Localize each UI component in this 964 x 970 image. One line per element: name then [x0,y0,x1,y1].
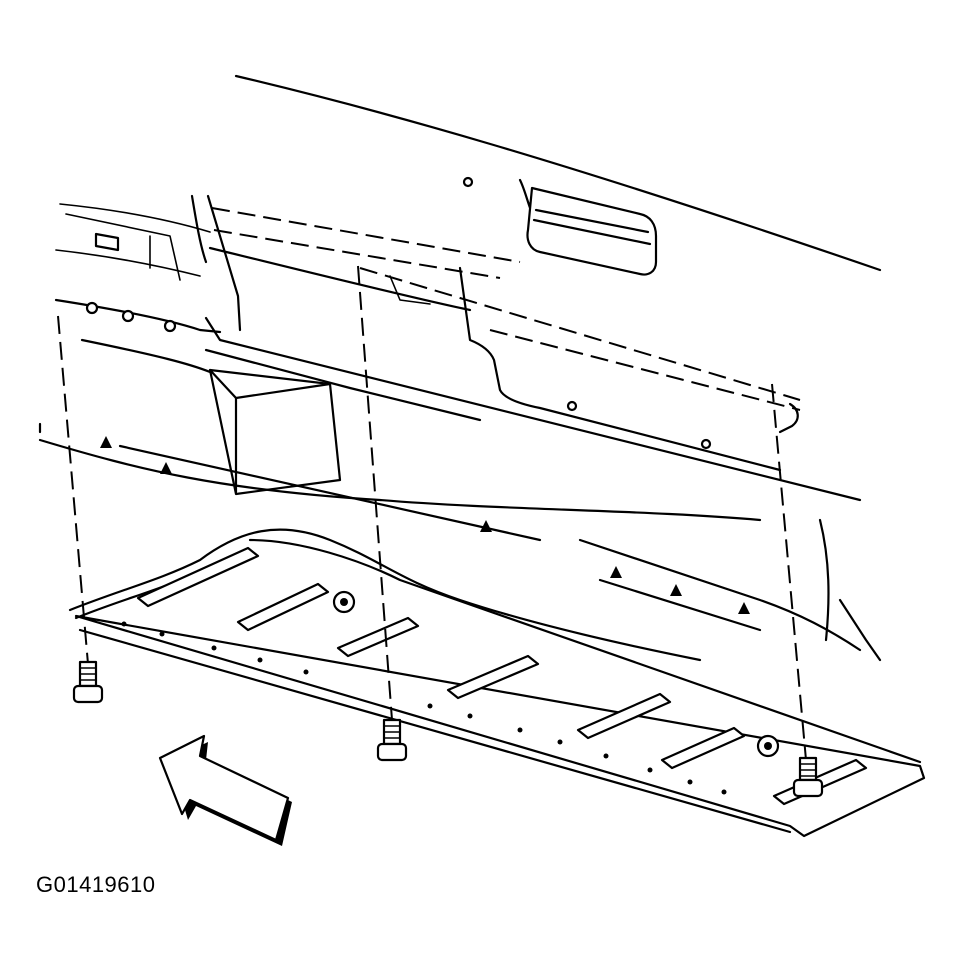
lower-body-line [38,422,882,662]
panel-ribs [121,621,727,795]
direction-arrow [158,734,292,846]
crossmember [208,368,342,496]
skid-plate [74,538,926,838]
drain-holes [332,590,780,758]
figure-id-label: G01419610 [36,872,156,897]
frame-rail [54,194,862,502]
body-recess [526,186,658,276]
bolt-center [376,718,408,762]
frame-holes [85,301,712,450]
bolt-right [792,756,824,798]
bolt-left [72,660,104,704]
alignment-lines [57,265,807,761]
